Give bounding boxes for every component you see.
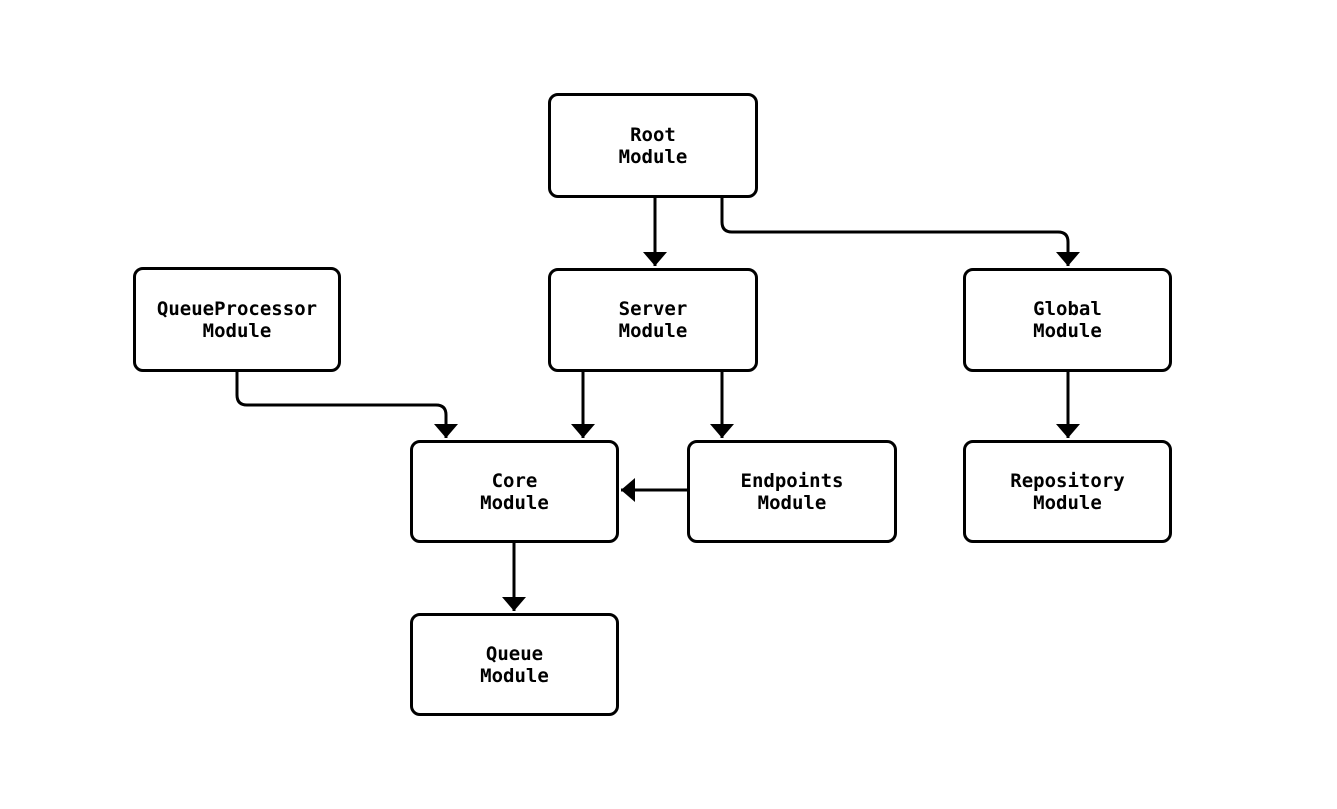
- node-queue-module: Queue Module: [410, 613, 619, 716]
- edge-queueprocessor-to-core: [235, 372, 458, 438]
- node-global-module: Global Module: [963, 268, 1172, 372]
- node-server-module: Server Module: [548, 268, 758, 372]
- edge-root-to-global: [720, 198, 1080, 266]
- node-endpoints-module: Endpoints Module: [687, 440, 897, 543]
- node-core-module: Core Module: [410, 440, 619, 543]
- node-repository-module: Repository Module: [963, 440, 1172, 543]
- node-root-module: Root Module: [548, 93, 758, 198]
- node-queueprocessor-module: QueueProcessor Module: [133, 267, 341, 372]
